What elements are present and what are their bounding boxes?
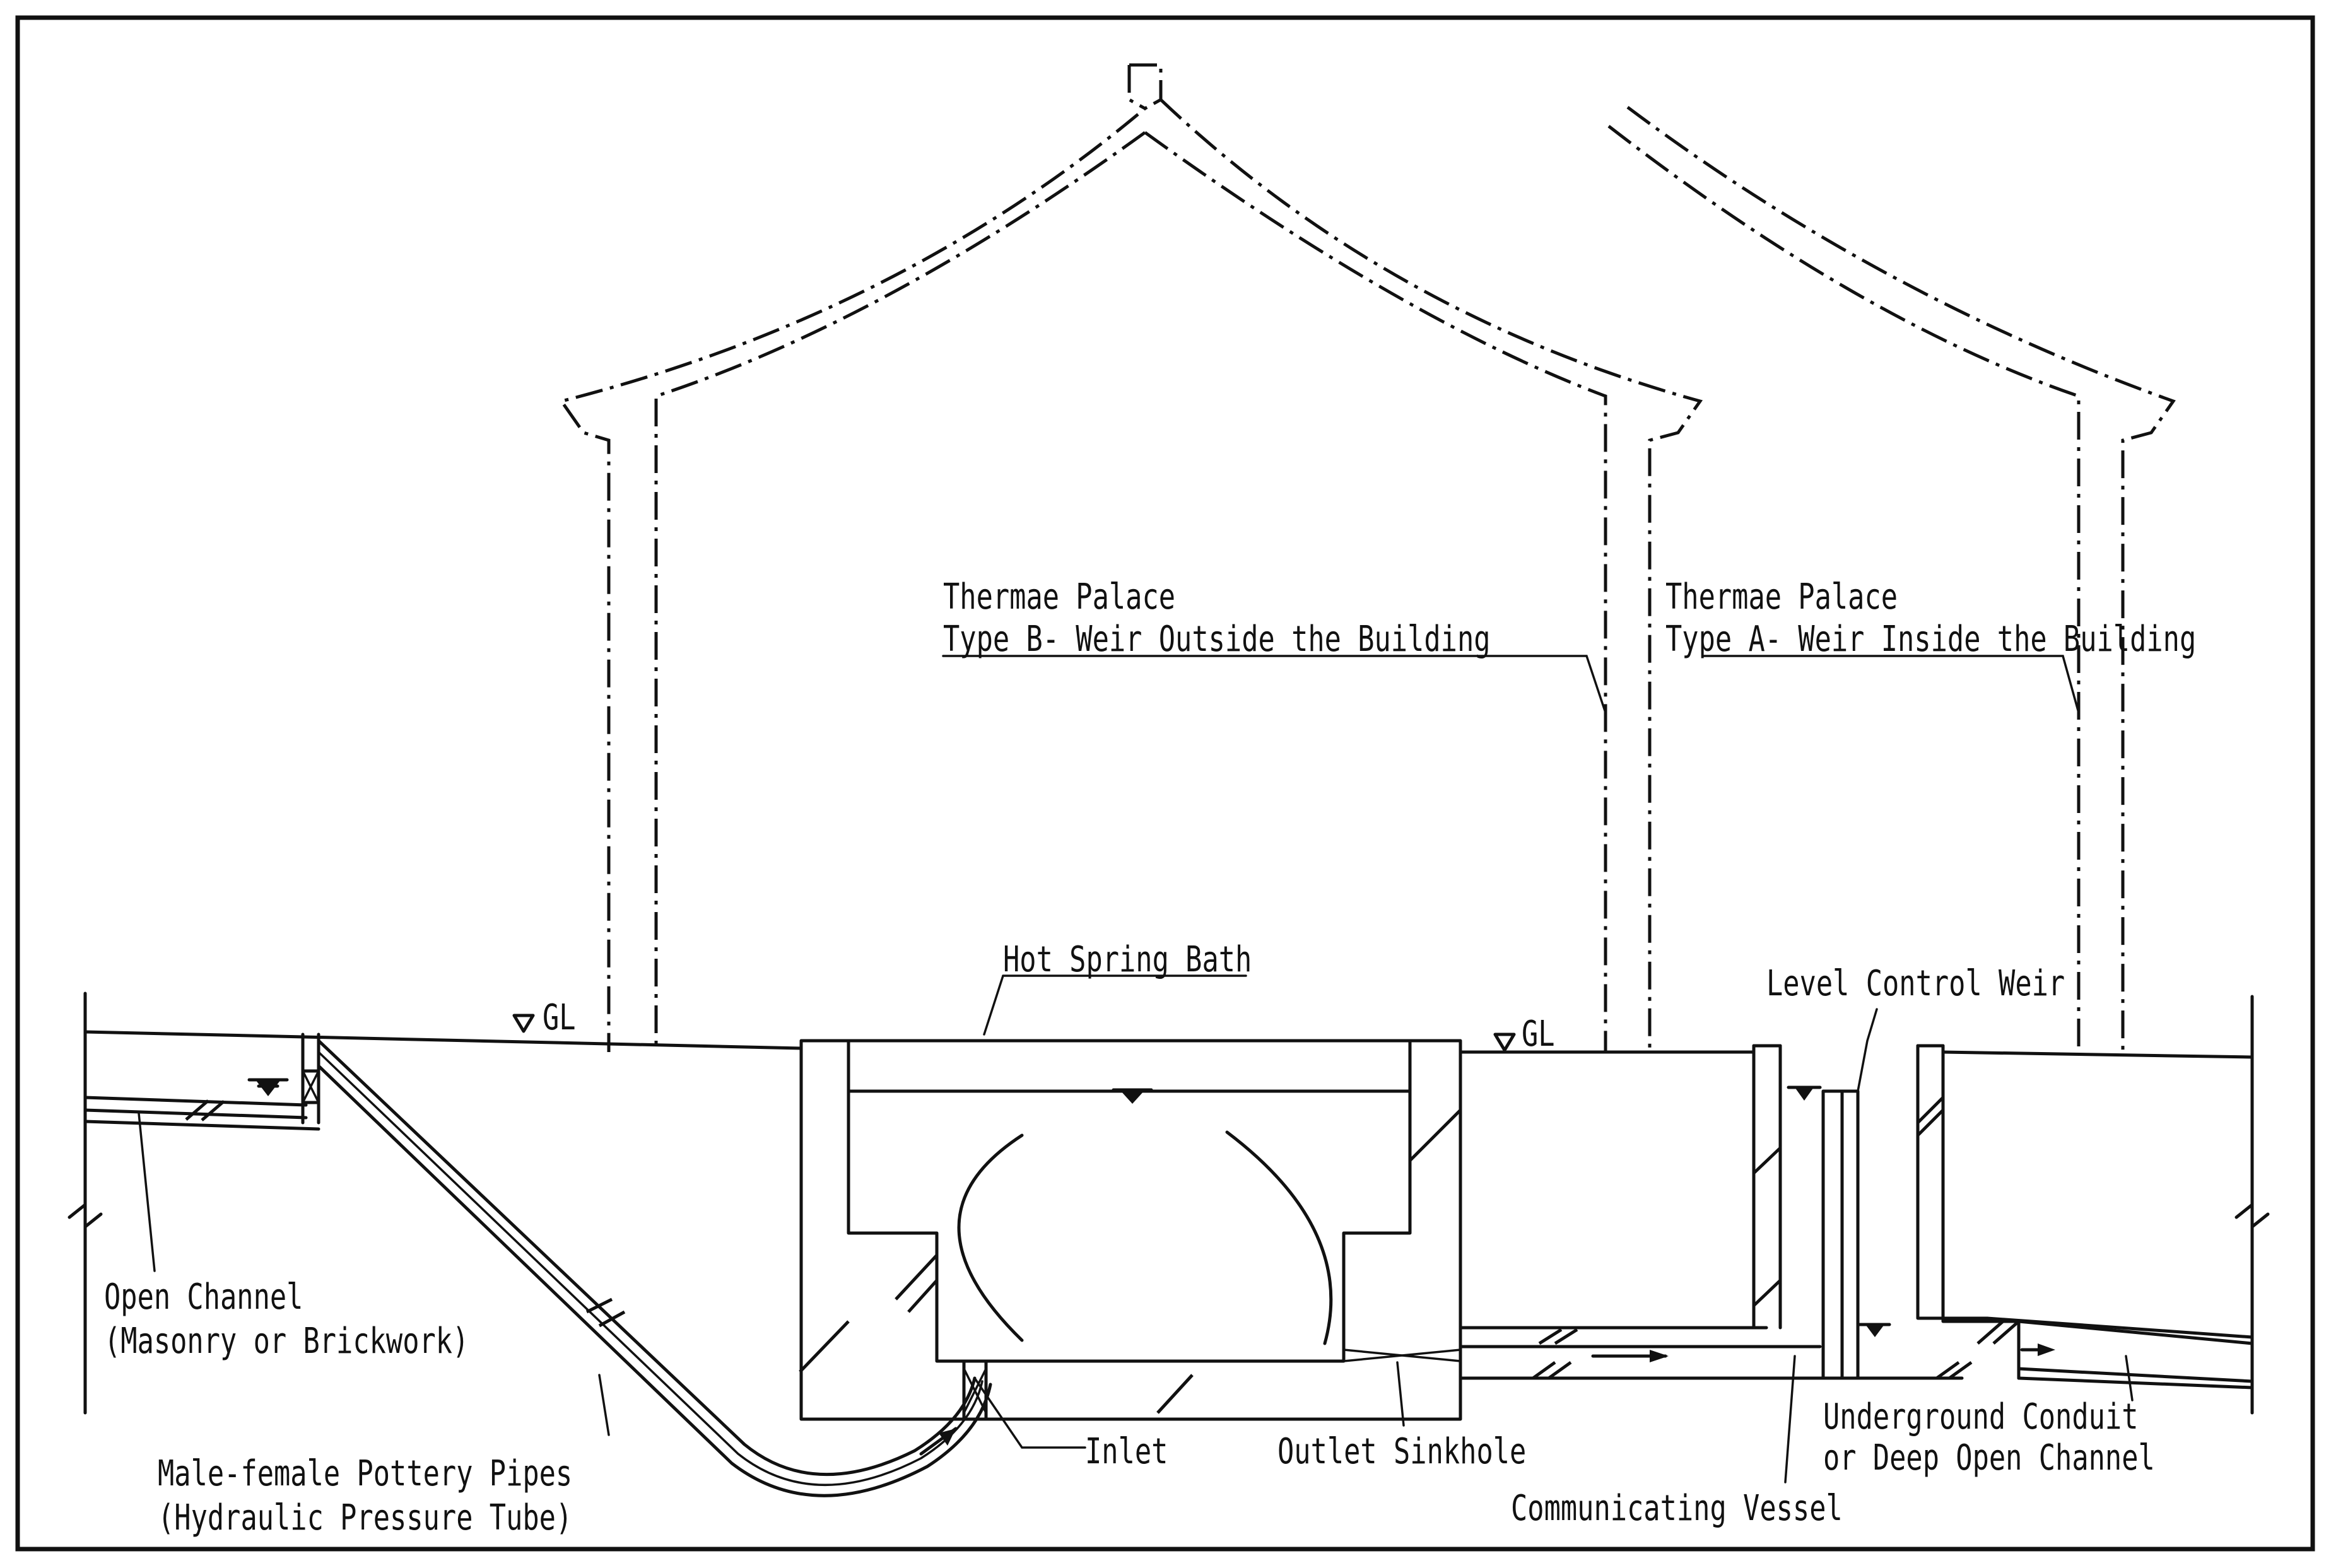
underground-conduit-label: Underground Conduit bbox=[1823, 1396, 2139, 1437]
gl-left-marker: GL bbox=[512, 997, 576, 1038]
gl-left-label: GL bbox=[543, 997, 576, 1038]
bath-water-level-marker bbox=[1120, 1090, 1145, 1104]
thermae-a-type: Type A- Weir Inside the Building bbox=[1665, 618, 2196, 660]
sheet-border bbox=[15, 15, 2315, 1552]
open-channel-label: Open Channel bbox=[104, 1276, 303, 1318]
open-channel-material-label: (Masonry or Brickwork) bbox=[104, 1320, 469, 1362]
outlet-sinkhole-label: Outlet Sinkhole bbox=[1277, 1431, 1526, 1472]
level-control-weir-label: Level Control Weir bbox=[1766, 962, 2065, 1004]
gl-right-label: GL bbox=[1522, 1013, 1555, 1055]
hydraulic-tube-label: (Hydraulic Pressure Tube) bbox=[158, 1497, 572, 1538]
thermae-b-title: Thermae Palace bbox=[943, 576, 1175, 617]
thermae-b-type: Type B- Weir Outside the Building bbox=[943, 618, 1491, 660]
water-level-marker bbox=[255, 1080, 281, 1096]
leader-lines bbox=[138, 655, 2134, 1483]
pottery-pipes-label: Male-female Pottery Pipes bbox=[158, 1453, 572, 1494]
inlet-label: Inlet bbox=[1085, 1431, 1168, 1472]
hot-spring-bath-label: Hot Spring Bath bbox=[1003, 939, 1252, 980]
outlet-conduit bbox=[1459, 1326, 1973, 1380]
building-b-outline bbox=[558, 63, 1703, 1052]
deep-open-channel-label: or Deep Open Channel bbox=[1823, 1437, 2155, 1478]
weir-water-level-right bbox=[1865, 1325, 1884, 1337]
underground-conduit bbox=[1976, 1316, 2254, 1390]
ground-lines bbox=[68, 992, 2270, 1415]
building-a-outline bbox=[1607, 105, 2176, 1052]
communicating-vessel-label: Communicating Vessel bbox=[1511, 1487, 1843, 1529]
weir-water-level-left bbox=[1795, 1087, 1814, 1101]
thermae-a-title: Thermae Palace bbox=[1665, 576, 1898, 617]
hot-spring-bath bbox=[799, 1039, 1462, 1421]
gl-right-marker: GL bbox=[1493, 1013, 1555, 1055]
open-channel-structure bbox=[83, 1033, 320, 1131]
pottery-pipe bbox=[317, 1039, 992, 1497]
level-control-weir bbox=[1752, 1044, 2021, 1380]
